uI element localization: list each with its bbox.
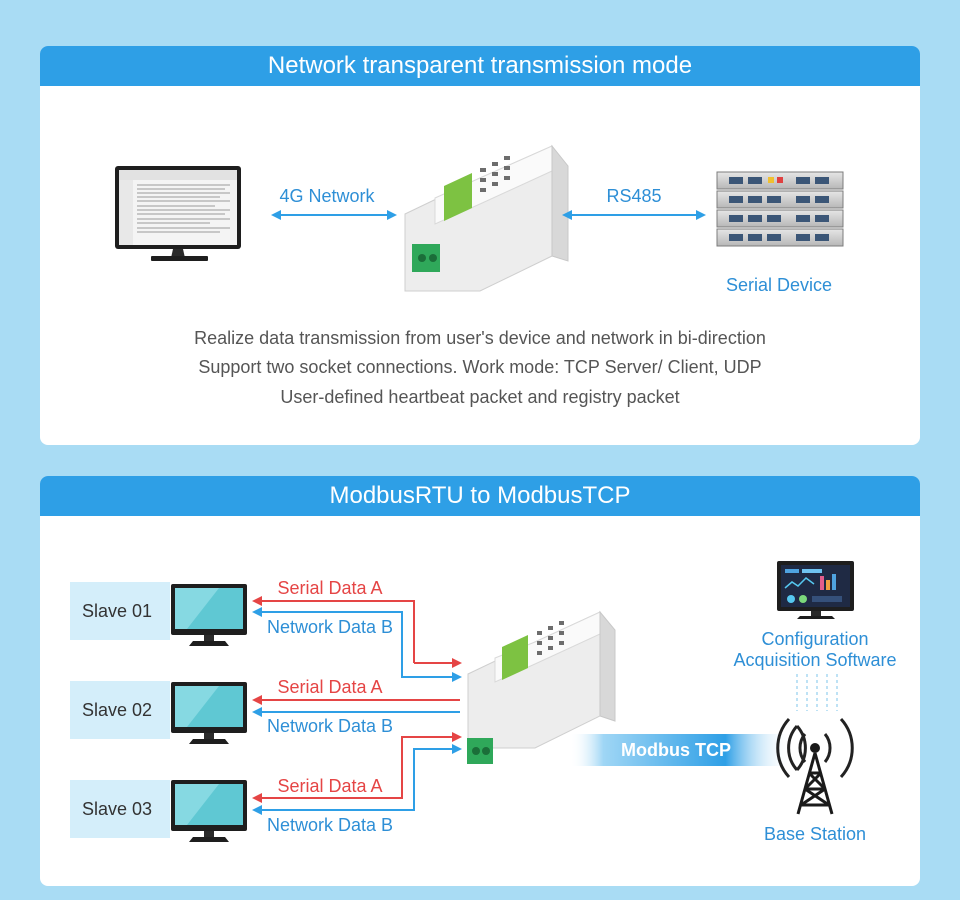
software-label-line1: Configuration (761, 629, 868, 649)
network-data-arrow-3 (252, 744, 462, 815)
din-rail-device-icon (404, 144, 569, 292)
rs485-label: RS485 (606, 186, 661, 206)
network-data-arrow-1 (252, 607, 462, 682)
computer-icon (115, 166, 241, 261)
serial-data-label-2: Serial Data A (277, 677, 382, 697)
slave-01-monitor-icon (171, 584, 247, 646)
network-label: 4G Network (279, 186, 375, 206)
description-line-2: Support two socket connections. Work mod… (198, 357, 762, 377)
base-station-label: Base Station (764, 824, 866, 844)
base-station-icon (776, 717, 854, 779)
description-line-1: Realize data transmission from user's de… (194, 328, 766, 348)
network-data-label-2: Network Data B (267, 716, 393, 736)
server-rack-icon (716, 171, 844, 247)
slave-03-label: Slave 03 (70, 780, 170, 838)
modbus-panel: ModbusRTU to ModbusTCP Slave 01 Slave 02… (40, 476, 920, 886)
dashboard-monitor-icon (777, 561, 854, 619)
transparent-mode-diagram: 4G Network RS485 (115, 144, 844, 295)
modbus-tcp-bar (570, 734, 792, 766)
panel-title: Network transparent transmission mode (40, 46, 920, 86)
transparent-mode-panel: Network transparent transmission mode (40, 46, 920, 445)
slave-02-monitor-icon (171, 682, 247, 744)
network-data-label-3: Network Data B (267, 815, 393, 835)
data-flow-lines (796, 674, 838, 711)
slave-02-label: Slave 02 (70, 681, 170, 739)
modbus-diagram: Serial Data A Network Data B Serial Data… (171, 561, 897, 844)
network-data-label-1: Network Data B (267, 617, 393, 637)
modbus-tcp-label: Modbus TCP (621, 740, 731, 760)
slave-01-label: Slave 01 (70, 582, 170, 640)
gateway-device-icon (467, 610, 616, 764)
serial-data-label-3: Serial Data A (277, 776, 382, 796)
panel-title: ModbusRTU to ModbusTCP (40, 476, 920, 516)
serial-data-label-1: Serial Data A (277, 578, 382, 598)
serial-device-label: Serial Device (726, 275, 832, 295)
tower-icon (796, 743, 834, 815)
description-line-3: User-defined heartbeat packet and regist… (280, 387, 680, 407)
slave-03-monitor-icon (171, 780, 247, 842)
software-label-line2: Acquisition Software (733, 650, 896, 670)
